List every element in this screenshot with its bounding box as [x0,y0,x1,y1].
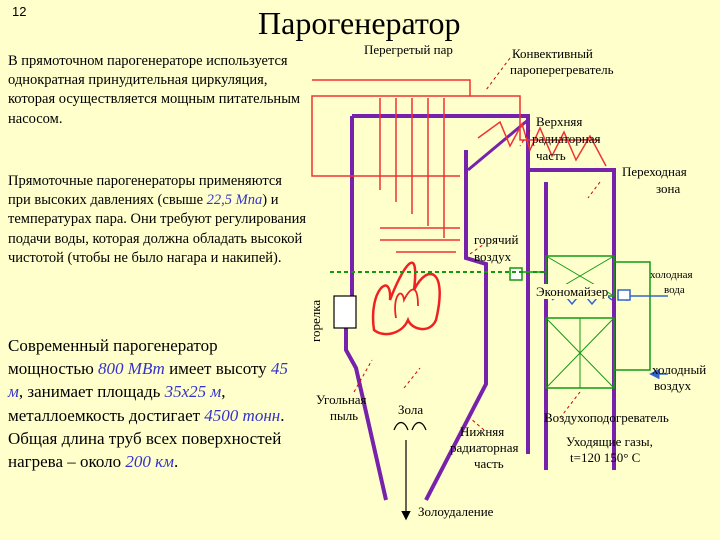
label-hot-air-1: горячий [474,232,519,247]
label-upper-radiant-2: радиаторная [532,131,601,146]
steam-outlet-pipe [311,79,471,177]
power-value: 800 МВт [98,359,165,379]
label-upper-radiant-3: часть [536,148,566,163]
pressure-value: 22,5 Мпа [206,192,263,209]
label-economizer: Экономайзер [536,284,609,299]
inner-wall-hopper-right [424,150,488,501]
para3-text-b: имеет высоту [164,359,271,379]
label-convective-superheater-1: Конвективный [512,46,593,61]
para3-text-c: , занимает площадь [18,382,165,402]
inner-coils [380,227,460,253]
mass-value: 4500 тонн [204,405,281,425]
convective-section-divider [467,118,529,172]
ash-hopper [393,421,427,521]
area-value: 35х25 м [164,382,222,402]
para2-text-a: Прямоточные парогенераторы применяются п… [8,173,282,209]
paragraph-high-pressure-use: Прямоточные парогенераторы применяются п… [8,172,308,268]
label-upper-radiant-1: Верхняя [536,114,583,129]
label-air-heater: Воздухоподогреватель [544,410,669,425]
para3-text-a: Современный парогенератор мощностью [8,336,218,379]
label-lower-radiant-3: часть [474,456,504,471]
label-coal-dust-1: Угольная [316,392,367,407]
label-coal-dust-2: пыль [330,408,359,423]
para3-text-d: , металлоемкость достигает [8,382,226,425]
label-lower-radiant-2: радиаторная [450,440,519,455]
burner-body [333,295,357,329]
label-convective-superheater-2: пароперегреватель [510,62,614,77]
label-cold-air-1: холодный [652,362,707,377]
label-ash: Зола [398,402,424,417]
label-hot-air-2: воздух [474,249,512,264]
pipe-length-value: 200 км [125,452,174,472]
steam-pipes [311,79,607,253]
para2-text-b: ) и температурах пара. Они требуют регул… [8,192,307,266]
superheater-coils-left [379,98,445,238]
page-number: 12 [12,4,27,19]
outer-wall-top-right [352,114,530,454]
air-valve [509,267,523,281]
flame [371,261,441,336]
label-flue-gases-2: t=120 150° С [570,450,641,465]
height-value: 45 м [8,359,288,402]
paragraph-modern-generator: Современный парогенератор мощностью 800 … [8,334,298,473]
label-cold-water-1: холодная [650,269,693,281]
page-title: Парогенератор [258,5,461,41]
economizer-airheater [509,255,651,389]
label-ash-removal: Золоудаление [418,504,494,519]
para3-text-e: . Общая длина труб всех поверхностей наг… [8,405,285,472]
para3-text-f: . [173,452,179,472]
rear-duct-top [528,168,616,256]
label-burner: горелка [308,299,323,342]
upper-radiant-coil [477,120,607,167]
leader-lines [353,57,601,431]
label-cold-air-2: воздух [654,378,692,393]
label-flue-gases-1: Уходящие газы, [566,434,653,449]
label-cold-water-2: вода [664,284,685,296]
label-superheated-steam: Перегретый пар [364,42,453,57]
label-transition-zone-2: зона [656,181,681,196]
label-lower-radiant-1: Нижняя [460,424,505,439]
label-transition-zone-1: Переходная [622,164,687,179]
cold-air-duct [614,261,651,371]
paragraph-once-through-circulation: В прямоточном парогенераторе используетс… [8,53,301,127]
